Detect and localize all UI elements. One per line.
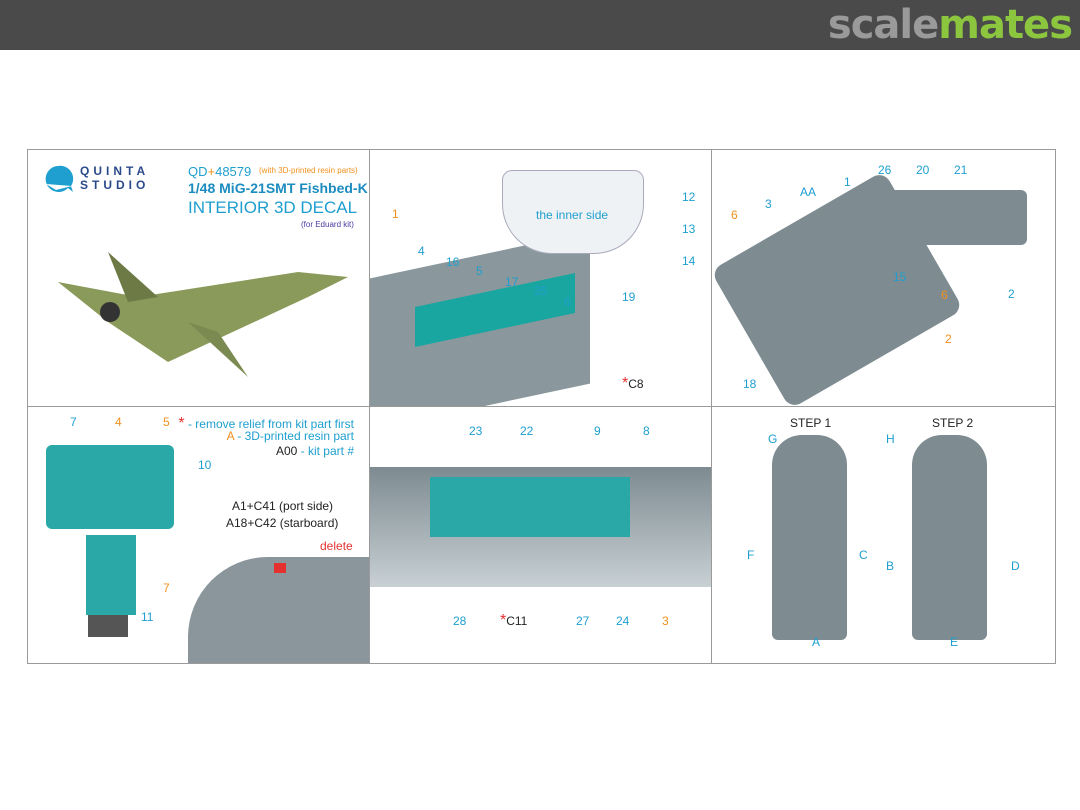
callout-23: 23 — [469, 424, 483, 438]
panel-seat-steps: STEP 1 STEP 2 G H F C B D A E — [711, 406, 1056, 664]
panel-seat-and-dash: AA 26 20 21 1 3 6 15 6 2 2 18 — [711, 149, 1056, 408]
callout-18: 18 — [743, 377, 757, 391]
callout-e: E — [950, 635, 959, 649]
seat-step2-image — [912, 435, 987, 640]
callout-5: 5 — [476, 264, 483, 278]
callout-16: 16 — [446, 255, 460, 269]
code-prefix: QD — [188, 164, 208, 179]
legend-relief: * - remove relief from kit part first — [178, 415, 354, 433]
legend-kit-text: - kit part # — [297, 444, 354, 458]
callout-1: 1 — [844, 175, 851, 189]
callout-15: 15 — [893, 270, 907, 284]
aircraft-image — [58, 252, 348, 377]
delete-label: delete — [320, 539, 353, 553]
callout-27: 27 — [576, 614, 590, 628]
callout-3: 3 — [765, 197, 772, 211]
callout-7b: 7 — [163, 581, 170, 595]
brand-line1: QUINTA — [80, 164, 150, 178]
logo-text-mates: mates — [938, 2, 1073, 48]
callout-26: 26 — [878, 163, 892, 177]
delete-marker — [274, 563, 286, 573]
callout-14: 14 — [682, 254, 696, 268]
code-plus: + — [207, 164, 216, 179]
callout-2b: 2 — [945, 332, 952, 346]
product-code: QD+48579 — [188, 164, 251, 179]
kit-part-image — [188, 557, 370, 663]
callout-4: 4 — [115, 415, 122, 429]
legend-resin-text: - 3D-printed resin part — [233, 429, 354, 443]
logo-text-scale: scale — [827, 2, 939, 48]
callout-2a: 2 — [1008, 287, 1015, 301]
kit-note: (for Eduard kit) — [301, 220, 354, 229]
callout-a: A — [812, 635, 821, 649]
callout-3: 3 — [662, 614, 669, 628]
header-bar: scalemates — [0, 0, 1080, 50]
red-star-icon: * — [178, 415, 185, 432]
callout-20: 20 — [916, 163, 930, 177]
callout-7a: 7 — [70, 415, 77, 429]
callout-25: 25 — [534, 284, 548, 298]
red-star-icon: * — [500, 612, 507, 629]
part-starboard: A18+C42 (starboard) — [226, 516, 339, 530]
callout-28: 28 — [453, 614, 467, 628]
part-port: A1+C41 (port side) — [232, 499, 334, 513]
quinta-logo-icon — [45, 165, 74, 192]
instrument-panel-image — [46, 445, 174, 529]
lower-panel-image — [86, 535, 136, 615]
callout-21: 21 — [954, 163, 968, 177]
panel-title: QUINTA STUDIO QD+48579 (with 3D-printed … — [27, 149, 371, 408]
step2-label: STEP 2 — [932, 416, 974, 430]
callout-13: 13 — [682, 222, 696, 236]
c11-label: C11 — [506, 614, 528, 628]
part-c8: *C8 — [622, 375, 644, 393]
red-star-icon: * — [622, 375, 629, 392]
product-title: 1/48 MiG-21SMT Fishbed-K — [188, 180, 368, 196]
product-subtitle: INTERIOR 3D DECAL — [188, 198, 358, 217]
callout-5: 5 — [163, 415, 170, 429]
callout-g: G — [768, 432, 778, 446]
part-c11: *C11 — [500, 612, 527, 630]
callout-10: 10 — [198, 458, 212, 472]
legend-kit: A00 - kit part # — [276, 444, 354, 458]
callout-d: D — [1011, 559, 1020, 573]
stand-image — [88, 615, 128, 637]
callout-aa: AA — [800, 185, 817, 199]
callout-24: 24 — [616, 614, 630, 628]
c8-label: C8 — [628, 377, 644, 391]
panel-side-console-2: 23 22 9 8 3 28 27 24 *C11 — [369, 406, 713, 664]
callout-19: 19 — [622, 290, 636, 304]
callout-f: F — [747, 548, 755, 562]
scalemates-logo[interactable]: scalemates — [827, 2, 1073, 48]
console-image — [430, 477, 630, 537]
resin-note: (with 3D-printed resin parts) — [259, 166, 358, 175]
code-number: 48579 — [215, 164, 252, 179]
callout-h: H — [886, 432, 895, 446]
legend-relief-text: - remove relief from kit part first — [184, 417, 354, 431]
panel-side-console: the inner side 1 4 16 5 17 25 6 12 13 14… — [369, 149, 713, 408]
callout-22: 22 — [520, 424, 534, 438]
callout-6: 6 — [564, 295, 571, 309]
legend-resin-mark: A — [226, 429, 234, 443]
callout-12: 12 — [682, 190, 696, 204]
callout-1: 1 — [392, 207, 399, 221]
instrument-panel-image — [872, 190, 1027, 245]
legend-resin: A - 3D-printed resin part — [227, 429, 354, 443]
inner-side-label: the inner side — [536, 208, 609, 222]
panel-instrument-panel: 7 4 5 10 7 11 * - remove relief from kit… — [27, 406, 371, 664]
callout-b: B — [886, 559, 895, 573]
step1-label: STEP 1 — [790, 416, 832, 430]
callout-9: 9 — [594, 424, 601, 438]
callout-11: 11 — [141, 610, 154, 624]
callout-8: 8 — [643, 424, 650, 438]
callout-17: 17 — [505, 275, 519, 289]
callout-6b: 6 — [941, 288, 948, 302]
canopy-image — [502, 170, 644, 254]
callout-6a: 6 — [731, 208, 738, 222]
callout-c: C — [859, 548, 868, 562]
brand-line2: STUDIO — [80, 178, 150, 192]
legend-kit-mark: A00 — [275, 444, 298, 458]
seat-step1-image — [772, 435, 847, 640]
callout-4: 4 — [418, 244, 425, 258]
